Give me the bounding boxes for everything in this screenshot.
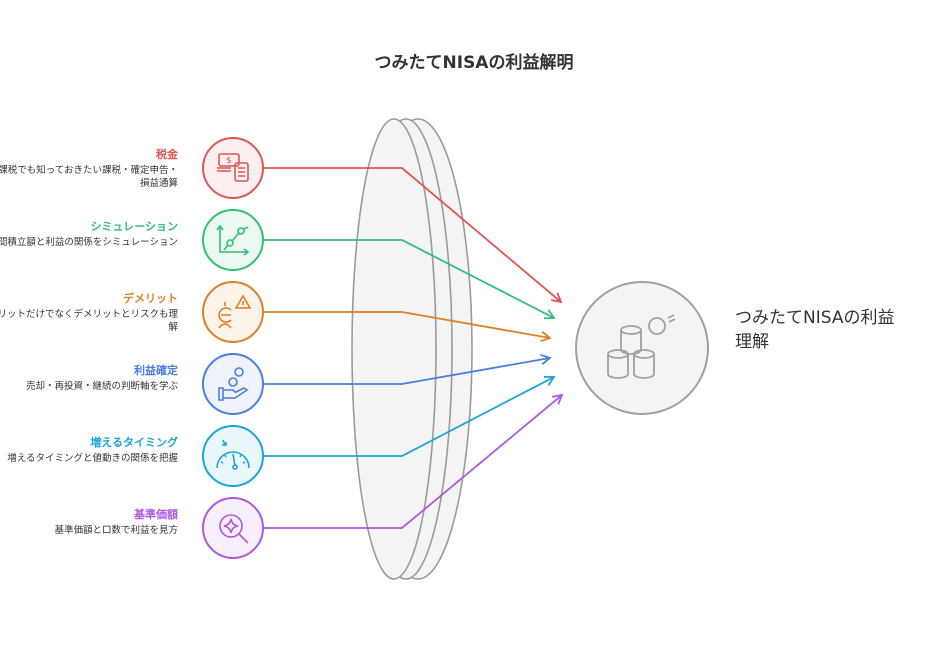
category-description: 基準価額と口数で利益を見方: [54, 525, 178, 536]
arrowhead: [543, 375, 556, 386]
magnifier-icon: [202, 497, 264, 559]
connector-arrow: [263, 311, 551, 339]
arrowhead: [552, 393, 564, 405]
category-description: 増えるタイミングと値動きの関係を把握: [7, 453, 178, 464]
category-item: 増えるタイミング増えるタイミングと値動きの関係を把握: [0, 434, 178, 465]
category-description: 売却・再投資・継続の判断軸を学ぶ: [25, 381, 178, 392]
category-heading: 税金: [156, 148, 178, 161]
hand-coins-icon: [202, 353, 264, 415]
result-circle: [575, 281, 709, 415]
arrowhead: [540, 353, 552, 365]
category-item: デメリットメリットだけでなくデメリットとリスクも理解: [0, 290, 178, 334]
category-item: 利益確定売却・再投資・継続の判断軸を学ぶ: [0, 362, 178, 393]
connector-arrow: [263, 167, 562, 303]
connector-arrow: [263, 239, 555, 319]
connector-arrow: [263, 357, 551, 385]
category-item: シミュレーション年間積立額と利益の関係をシミュレーション: [0, 218, 178, 249]
category-heading: デメリット: [123, 292, 178, 305]
coins-stack-icon: [607, 314, 676, 379]
diagram-title: つみたてNISAの利益解明: [374, 53, 574, 73]
category-heading: 利益確定: [134, 364, 178, 377]
connector-arrow: [263, 376, 555, 457]
category-item: 税金非課税でも知っておきたい課税・確定申告・損益通算: [0, 146, 178, 190]
money-calculator-icon: $: [202, 137, 264, 199]
line-chart-icon: [202, 209, 264, 271]
category-heading: 増えるタイミング: [90, 436, 178, 449]
connector-arrow: [263, 394, 563, 529]
category-item: 基準価額基準価額と口数で利益を見方: [0, 506, 178, 537]
category-heading: 基準価額: [134, 508, 178, 521]
category-description: メリットだけでなくデメリットとリスクも理解: [0, 309, 179, 333]
gauge-icon: [202, 425, 264, 487]
svg-text:$: $: [226, 156, 232, 166]
arrowhead: [540, 331, 552, 343]
risk-warning-icon: [202, 281, 264, 343]
result-label: つみたてNISAの利益理解: [735, 308, 895, 352]
category-description: 非課税でも知っておきたい課税・確定申告・損益通算: [0, 165, 178, 189]
category-description: 年間積立額と利益の関係をシミュレーション: [0, 237, 178, 248]
lens: [351, 118, 473, 580]
arrowhead: [543, 309, 556, 320]
category-heading: シミュレーション: [90, 220, 178, 233]
arrowhead: [551, 292, 563, 304]
